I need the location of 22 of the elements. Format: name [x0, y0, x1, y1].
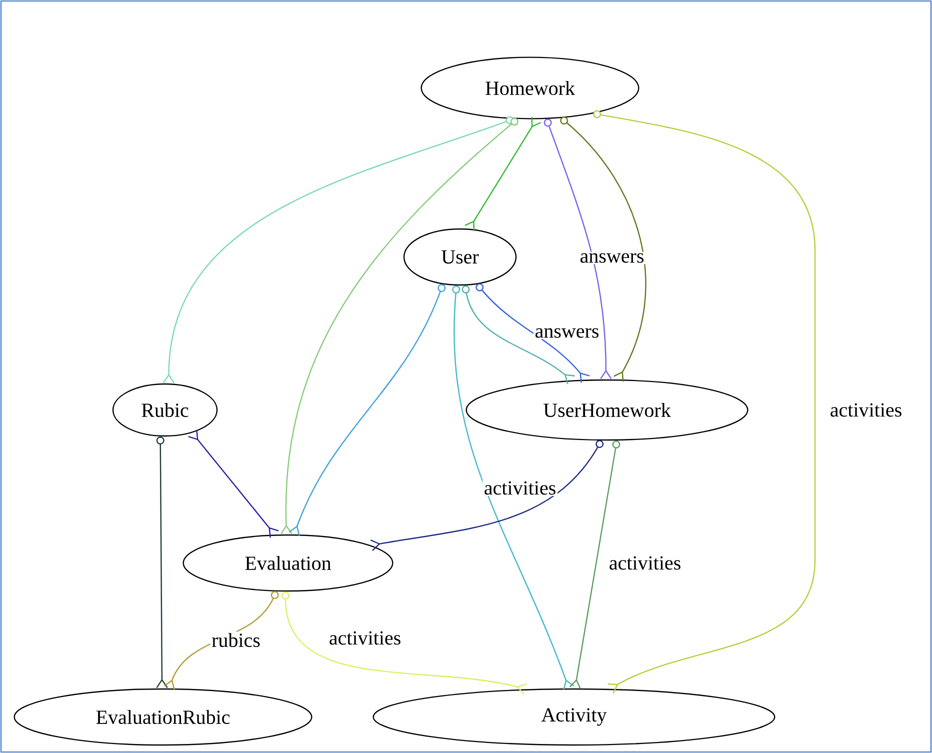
relationship-line [560, 116, 646, 382]
relationship-line [569, 440, 620, 689]
edge-label: activities [608, 554, 682, 572]
edge-label: answers [533, 326, 601, 340]
relationship-line [370, 440, 604, 551]
relationship-line [156, 436, 168, 688]
relationship-line [280, 118, 518, 534]
relationship-line [593, 110, 816, 694]
relationship-line [162, 116, 514, 384]
edge-label: activities [828, 402, 904, 418]
relationship-line [288, 284, 446, 536]
edge-label: rubics [210, 632, 262, 648]
edge-label: activities [482, 480, 558, 496]
relationship-line [188, 430, 279, 538]
relationship-line [544, 118, 612, 380]
edge-label: activities [328, 630, 402, 646]
relationship-line [476, 283, 590, 383]
relationship-line [282, 592, 527, 695]
relationship-line [462, 285, 575, 384]
relationship-line [464, 116, 542, 232]
edge-label: answers [578, 252, 646, 264]
relationship-line [452, 286, 574, 690]
